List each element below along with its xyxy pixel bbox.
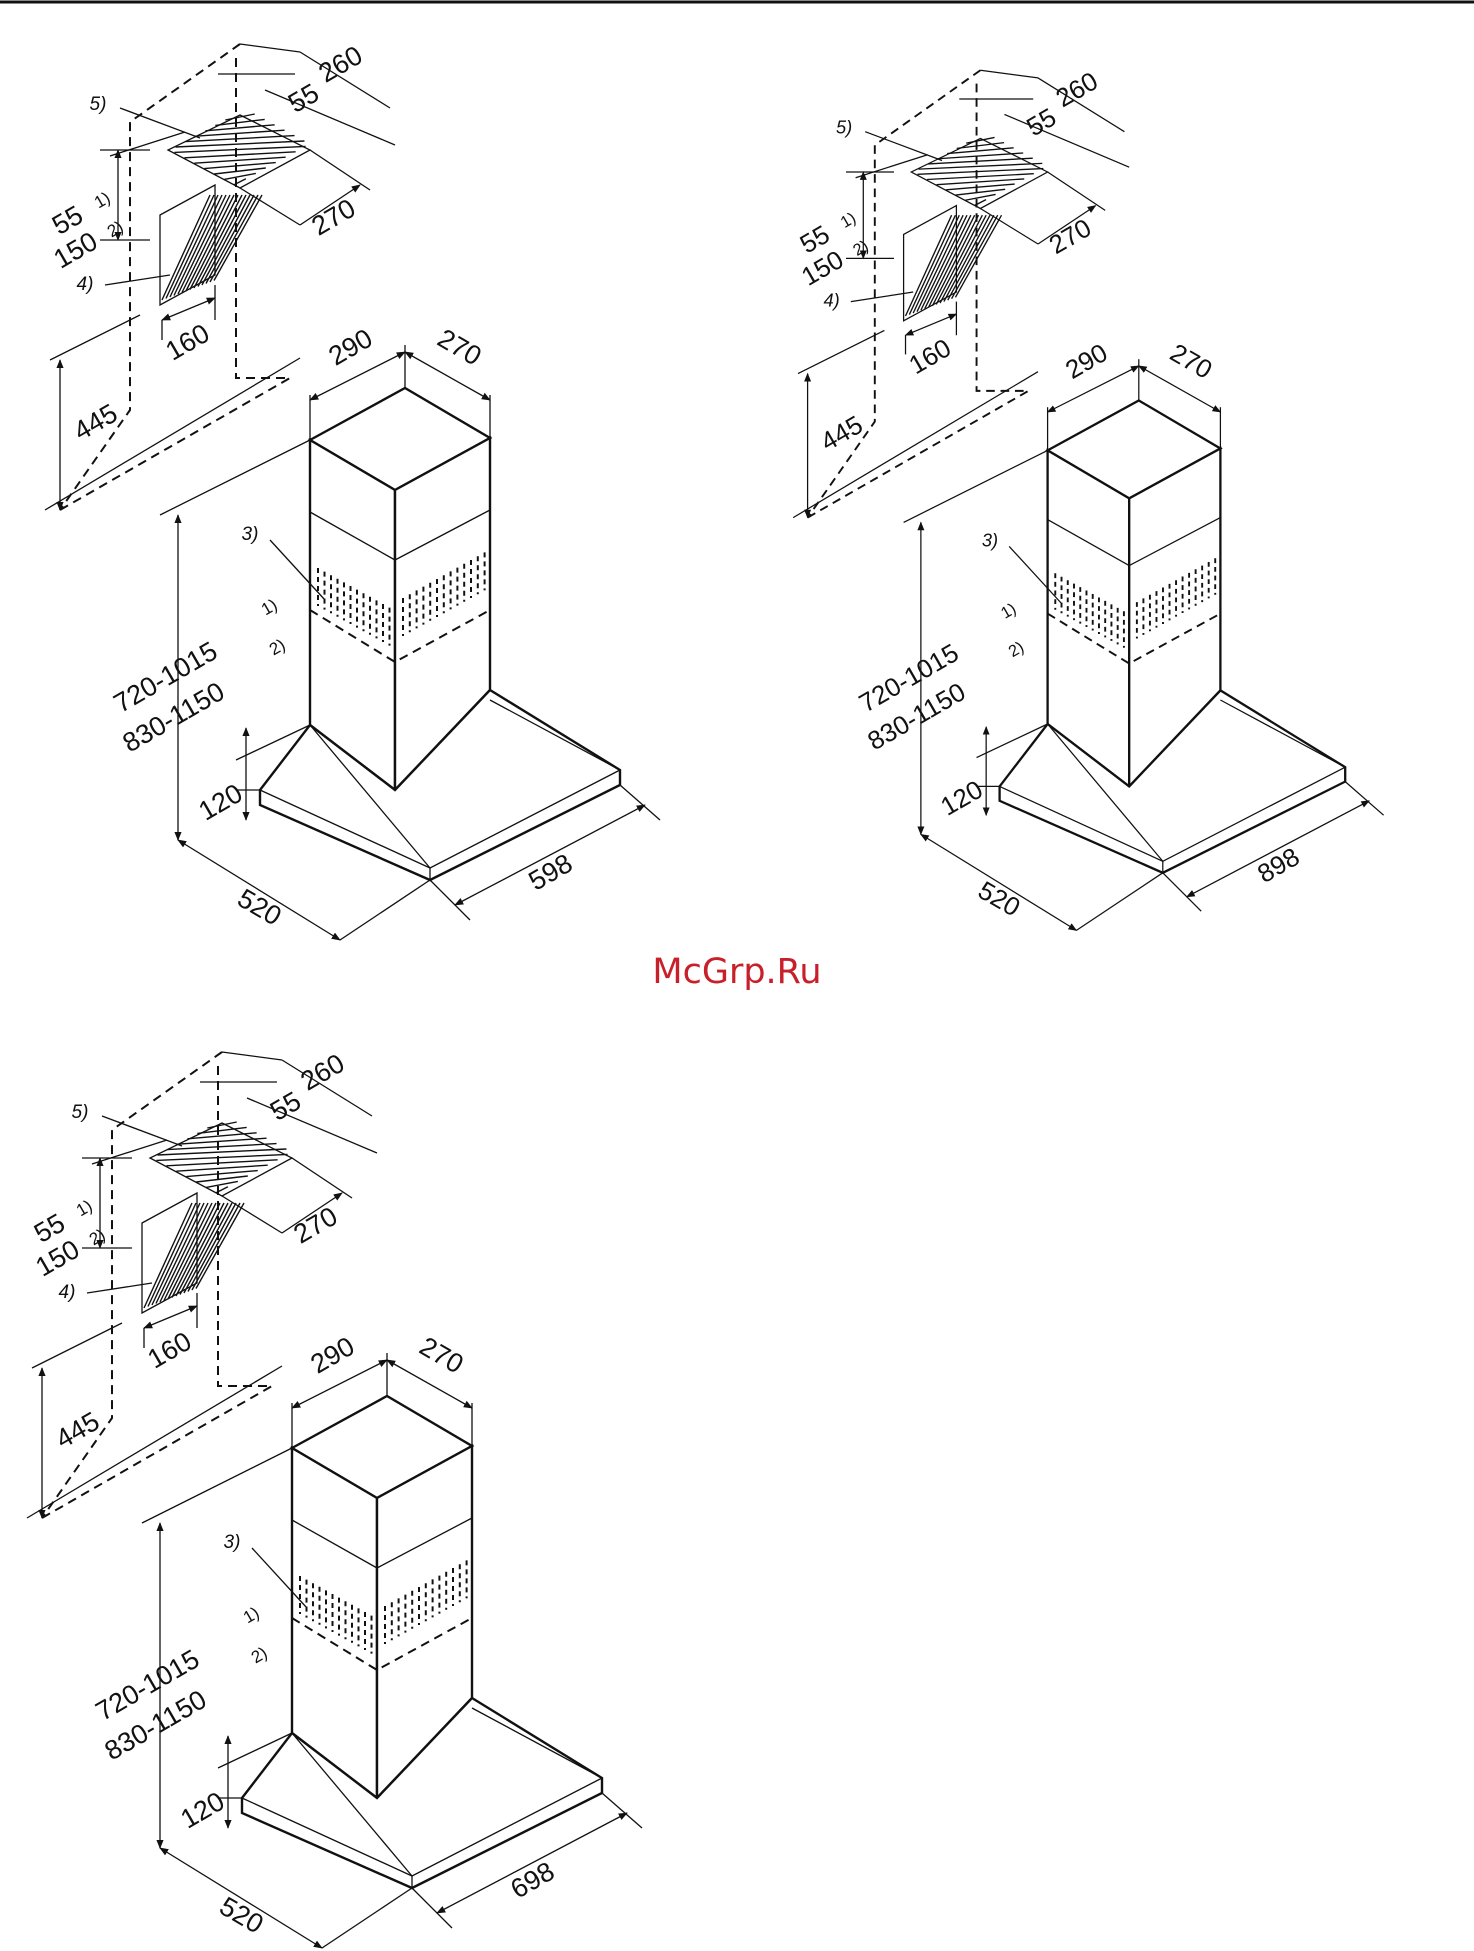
label-vent-height-b-sup: 2) <box>86 1225 109 1249</box>
label-note3: 3) <box>224 1532 241 1553</box>
label-top-width: 270 <box>306 193 360 242</box>
hood-drawing <box>45 44 660 940</box>
hood-drawing <box>793 70 1383 930</box>
label-vent-height-a-sup: 1) <box>838 209 860 232</box>
label-chimney-width: 290 <box>323 323 377 372</box>
watermark-text: McGrp.Ru <box>0 952 1474 992</box>
label-height-a-sup: 1) <box>998 600 1020 623</box>
label-top-zone-height: 445 <box>68 398 122 447</box>
label-vent-width: 160 <box>142 1326 196 1375</box>
hood-drawing <box>27 1052 642 1948</box>
label-chimney-depth: 270 <box>414 1331 468 1380</box>
label-chimney-width: 290 <box>305 1331 359 1380</box>
label-top-width: 270 <box>1045 214 1096 260</box>
hatch-area-4 <box>142 1193 244 1313</box>
hatch-area-5 <box>150 1122 292 1196</box>
label-height-a-sup: 1) <box>240 1603 263 1627</box>
label-vent-width: 160 <box>160 318 214 367</box>
label-note4: 4) <box>77 274 94 295</box>
hatch-area-5 <box>168 114 310 188</box>
label-top-width: 270 <box>288 1201 342 1250</box>
label-note5: 5) <box>72 1102 89 1123</box>
label-depth: 520 <box>232 883 286 932</box>
label-height-a-sup: 1) <box>258 595 281 619</box>
label-vent-width: 160 <box>905 334 956 380</box>
label-note3: 3) <box>242 524 259 545</box>
label-canopy-height: 120 <box>193 778 247 827</box>
label-note5: 5) <box>836 117 852 138</box>
hatch-area-5 <box>911 137 1047 208</box>
label-height-b-sup: 2) <box>266 635 289 659</box>
label-note4: 4) <box>59 1282 76 1303</box>
label-vent-height-b-sup: 2) <box>850 237 872 260</box>
label-vent-height-a-sup: 1) <box>91 188 114 212</box>
label-canopy-height: 120 <box>936 776 987 822</box>
label-top-zone-height: 445 <box>816 411 867 457</box>
label-depth: 520 <box>214 1891 268 1940</box>
label-top-depth: 260 <box>313 40 367 89</box>
label-chimney-depth: 270 <box>1165 339 1216 385</box>
hatch-area-4 <box>904 206 1002 321</box>
label-top-depth: 260 <box>295 1048 349 1097</box>
label-width: 598 <box>523 848 577 897</box>
label-width: 898 <box>1253 843 1304 889</box>
label-note4: 4) <box>823 289 839 310</box>
label-top-depth: 260 <box>1051 67 1102 113</box>
label-chimney-depth: 270 <box>432 323 486 372</box>
label-canopy-height: 120 <box>175 1786 229 1835</box>
label-width: 698 <box>505 1856 559 1905</box>
label-vent-height-b-sup: 2) <box>104 217 127 241</box>
label-note5: 5) <box>90 94 107 115</box>
label-height-b-sup: 2) <box>248 1643 271 1667</box>
label-depth: 520 <box>973 877 1024 923</box>
label-vent-height-a-sup: 1) <box>73 1196 96 1220</box>
label-note3: 3) <box>982 529 998 550</box>
label-top-zone-height: 445 <box>50 1406 104 1455</box>
label-chimney-width: 290 <box>1061 339 1112 385</box>
hatch-area-4 <box>160 185 262 305</box>
label-height-b-sup: 2) <box>1006 638 1028 661</box>
